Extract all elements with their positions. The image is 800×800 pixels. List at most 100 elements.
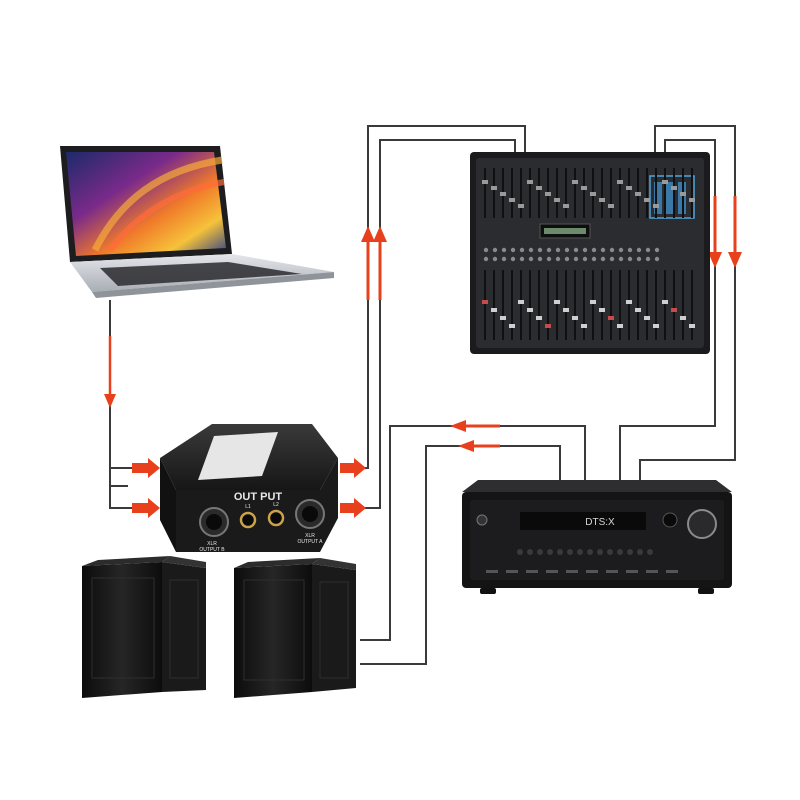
fader-cap xyxy=(491,186,497,190)
audio-isolator-icon: OUT PUT XLR L1 L2 XLR OUTPUT B OUTPUT A xyxy=(160,424,338,553)
knob xyxy=(591,247,597,253)
channel-strip xyxy=(574,270,576,340)
fader-cap xyxy=(518,300,524,304)
knob xyxy=(600,247,606,253)
channel-strip xyxy=(619,168,621,218)
receiver-logo-mark xyxy=(506,570,518,573)
fader-cap xyxy=(680,316,686,320)
knob xyxy=(582,247,588,253)
cable-laptop-to-isolator xyxy=(109,300,150,509)
fader-cap xyxy=(536,186,542,190)
receiver-button xyxy=(557,549,563,555)
fader-cap xyxy=(599,198,605,202)
channel-strip xyxy=(583,168,585,218)
xlr-port-icon xyxy=(295,499,325,529)
receiver-logo-mark xyxy=(566,570,578,573)
fader-cap xyxy=(590,300,596,304)
channel-strip xyxy=(610,270,612,340)
knob xyxy=(636,247,642,253)
fader-cap xyxy=(527,308,533,312)
knob xyxy=(519,247,525,253)
volume-knob-icon xyxy=(687,509,717,539)
knob xyxy=(654,256,660,262)
knob xyxy=(555,247,561,253)
fader-cap xyxy=(527,180,533,184)
fader-cap xyxy=(509,324,515,328)
channel-strip xyxy=(628,168,630,218)
fader-cap xyxy=(509,198,515,202)
port-label-xlr-a: XLR xyxy=(207,541,217,547)
cable-mixer-out-1 xyxy=(639,125,736,488)
channel-strip xyxy=(493,168,495,218)
channel-strip xyxy=(538,270,540,340)
knob xyxy=(609,247,615,253)
fader-cap xyxy=(608,204,614,208)
channel-strip xyxy=(484,270,486,340)
channel-strip xyxy=(529,270,531,340)
fader-cap xyxy=(644,198,650,202)
fader-cap xyxy=(644,316,650,320)
knob xyxy=(510,247,516,253)
cable-mixer-out-2 xyxy=(619,139,716,488)
channel-strip xyxy=(646,270,648,340)
knob xyxy=(501,247,507,253)
receiver-button xyxy=(647,549,653,555)
receiver-button xyxy=(597,549,603,555)
knob xyxy=(582,256,588,262)
fader-cap xyxy=(617,324,623,328)
channel-strip xyxy=(655,168,657,218)
channel-strip xyxy=(520,168,522,218)
fader-cap xyxy=(617,180,623,184)
fader-cap xyxy=(500,192,506,196)
mixing-console-icon xyxy=(470,152,710,354)
channel-strip xyxy=(484,168,486,218)
speaker-pair-icon xyxy=(234,558,356,698)
channel-strip xyxy=(655,270,657,340)
knob xyxy=(555,256,561,262)
channel-strip xyxy=(565,270,567,340)
fader-cap xyxy=(581,324,587,328)
knob xyxy=(609,256,615,262)
output-b-label: OUTPUT B xyxy=(199,547,225,553)
knob xyxy=(627,247,633,253)
port-label-xlr-b: XLR xyxy=(305,533,315,539)
receiver-button xyxy=(527,549,533,555)
receiver-logo-mark xyxy=(666,570,678,573)
arrow-left-icon xyxy=(450,420,500,452)
receiver-logo-mark xyxy=(626,570,638,573)
channel-strip xyxy=(547,270,549,340)
fader-cap xyxy=(689,324,695,328)
av-receiver-icon: DTS:X xyxy=(462,480,732,594)
cable-isolator-to-mixer-2 xyxy=(340,139,516,509)
fader-cap xyxy=(554,300,560,304)
fader-cap xyxy=(500,316,506,320)
knob xyxy=(591,256,597,262)
xlr-port-icon xyxy=(199,507,229,537)
channel-strip xyxy=(673,270,675,340)
arrow-up-icon xyxy=(361,226,387,300)
arrow-right-icon xyxy=(132,458,160,518)
knob xyxy=(528,256,534,262)
fader-cap xyxy=(572,316,578,320)
receiver-button xyxy=(587,549,593,555)
fader-cap xyxy=(545,192,551,196)
fader-cap xyxy=(491,308,497,312)
knob xyxy=(501,256,507,262)
receiver-button xyxy=(577,549,583,555)
receiver-logo-mark xyxy=(586,570,598,573)
knob xyxy=(636,256,642,262)
knob xyxy=(492,256,498,262)
jack-port-icon xyxy=(267,509,285,527)
receiver-logo-mark xyxy=(546,570,558,573)
arrow-down-icon xyxy=(104,336,116,408)
channel-strip xyxy=(682,270,684,340)
knob xyxy=(564,247,570,253)
knob xyxy=(627,256,633,262)
knob xyxy=(564,256,570,262)
fader-cap xyxy=(536,316,542,320)
channel-strip xyxy=(601,168,603,218)
receiver-logo-mark xyxy=(646,570,658,573)
knob xyxy=(546,247,552,253)
channel-strip xyxy=(502,270,504,340)
fader-cap xyxy=(662,180,668,184)
